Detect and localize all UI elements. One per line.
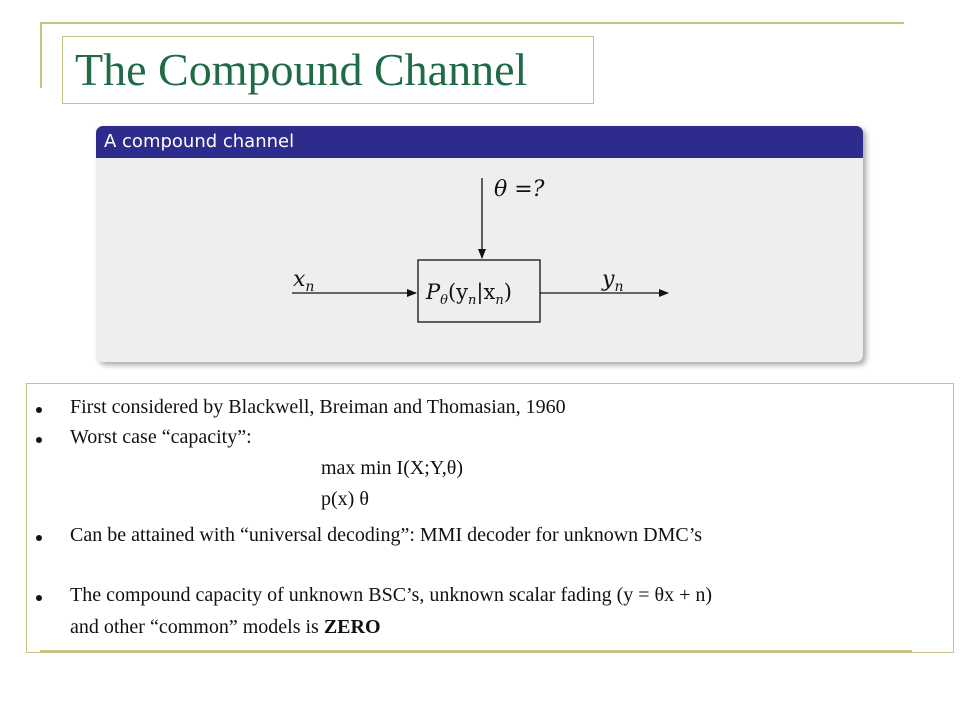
bullet-item-continuation: and other “common” models is ZERO — [70, 616, 381, 639]
bullet-item: Can be attained with “universal decoding… — [70, 524, 703, 546]
bullet-dot — [36, 437, 42, 443]
channel-box — [417, 259, 541, 323]
title-box: The Compound Channel — [62, 36, 594, 104]
block-header: A compound channel — [96, 126, 863, 158]
bullets-box: First considered by Blackwell, Breiman a… — [26, 383, 954, 653]
channel-diagram: θ =? Pθ(yn|xn) xn yn — [292, 177, 669, 323]
channel-box-label: Pθ(yn|xn) — [425, 280, 512, 308]
formula-line: max min I(X;Y,θ) — [321, 457, 463, 479]
compound-channel-block: A compound channel θ =? Pθ(yn|xn) xn yn — [96, 126, 863, 362]
formula-subscript-line: p(x) θ — [321, 488, 369, 510]
bullet-item: Worst case “capacity”: — [70, 426, 252, 448]
bullet-item: First considered by Blackwell, Breiman a… — [70, 396, 566, 418]
output-label: yn — [601, 267, 623, 295]
left-decorative-line — [40, 22, 42, 88]
input-label: xn — [293, 267, 314, 295]
bullet-dot — [36, 535, 42, 541]
bullet-text-plain: and other “common” models is — [70, 616, 324, 638]
slide-title: The Compound Channel — [75, 44, 528, 95]
bullet-item: The compound capacity of unknown BSC’s, … — [70, 584, 713, 606]
bottom-decorative-line — [40, 650, 912, 652]
theta-label: θ =? — [494, 177, 545, 202]
top-decorative-line — [40, 22, 904, 24]
bullet-dot — [36, 595, 42, 601]
bullet-text-bold: ZERO — [323, 616, 381, 638]
bullet-dot — [36, 407, 42, 413]
